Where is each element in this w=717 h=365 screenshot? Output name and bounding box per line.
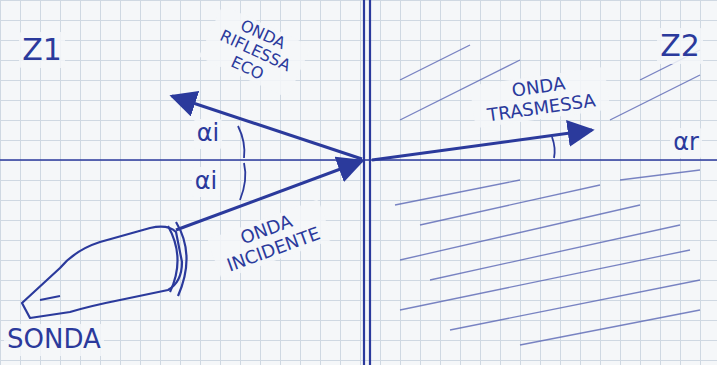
- probe-symbol: [22, 222, 187, 318]
- text-label: ONDA RIFLESSA ECO: [199, 5, 312, 98]
- text-label: αi: [194, 119, 223, 149]
- angle-arcs: [238, 126, 555, 200]
- text-label: ONDA TRASMESSA: [470, 67, 611, 129]
- text-label: αr: [670, 128, 702, 158]
- text-label: SONDA: [4, 324, 104, 356]
- medium-hatching: [395, 45, 700, 345]
- text-label: αi: [192, 167, 221, 197]
- text-label: Z2: [657, 28, 703, 65]
- text-label: Z1: [19, 32, 65, 69]
